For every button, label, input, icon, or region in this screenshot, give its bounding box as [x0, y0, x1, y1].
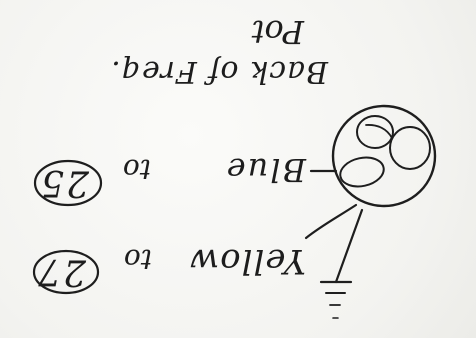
- pot-terminal-top: [339, 156, 385, 188]
- pot-terminal-bottom-right: [356, 115, 394, 149]
- ground-symbol-icon: [319, 280, 353, 319]
- pin-25-label: 25: [39, 162, 89, 203]
- pot-body-outline: [331, 104, 437, 208]
- pot-terminal-hook: [365, 124, 393, 139]
- pin-27-label: 27: [36, 251, 86, 292]
- pin-25-circle: [33, 159, 103, 207]
- pot-label-line2: Pot: [251, 13, 304, 51]
- yellow-wire-connector-label: to: [123, 243, 152, 276]
- blue-wire-color-label: Blue: [224, 151, 306, 189]
- ground-wire: [334, 208, 364, 284]
- blue-wire-connector-label: to: [122, 153, 151, 186]
- yellow-wire-color-label: Yellow: [189, 241, 306, 281]
- pot-terminal-bottom-left: [389, 126, 431, 170]
- yellow-wire: [304, 203, 358, 240]
- pin-27-circle: [32, 249, 100, 295]
- pot-label-line1: Back of Freq.: [110, 54, 328, 89]
